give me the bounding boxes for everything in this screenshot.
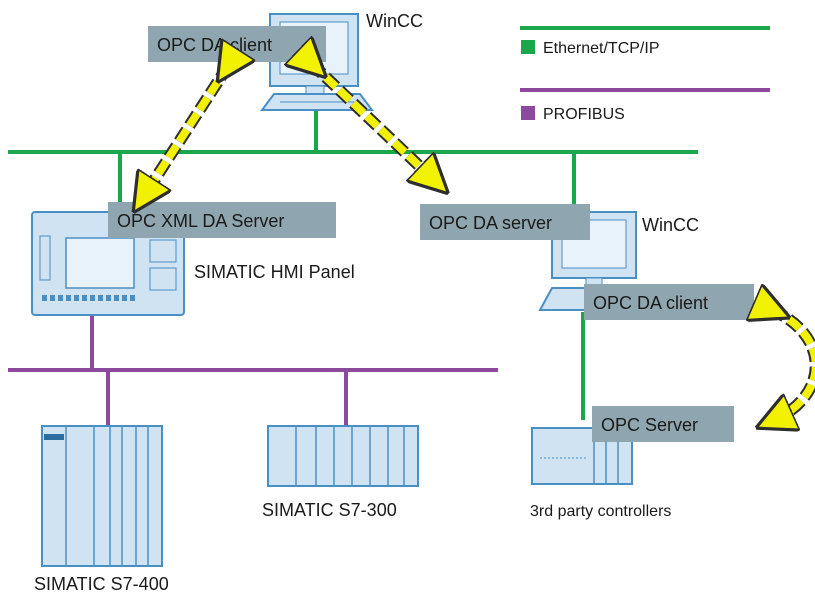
s7-400-device	[41, 425, 163, 567]
legend-ethernet-label: Ethernet/TCP/IP	[543, 40, 660, 57]
hmi-panel-label: SIMATIC HMI Panel	[194, 262, 355, 282]
opc-xml-da-server-label: OPC XML DA Server	[117, 211, 284, 231]
opc-da-server-label: OPC DA server	[429, 213, 552, 233]
legend: Ethernet/TCP/IP PROFIBUS	[520, 26, 770, 123]
wincc-top-label: WinCC	[366, 11, 423, 31]
arrow-client-to-opc-server	[772, 310, 815, 420]
opc-da-client-top-box: OPC DA client	[148, 26, 326, 62]
arrow-client-to-da-server	[312, 64, 434, 180]
opc-server-box: OPC Server	[592, 406, 734, 442]
s7-300-label: SIMATIC S7-300	[262, 500, 397, 520]
opc-da-client-top-label: OPC DA client	[157, 35, 272, 55]
opc-da-client-right-box: OPC DA client	[584, 284, 754, 320]
profibus-network	[8, 315, 498, 425]
third-party-controllers-label: 3rd party controllers	[530, 503, 671, 520]
opc-da-server-box: OPC DA server	[420, 204, 590, 240]
legend-profibus-swatch	[521, 106, 535, 120]
legend-ethernet-swatch	[521, 40, 535, 54]
rack	[267, 425, 419, 487]
s7-400-label: SIMATIC S7-400	[34, 574, 169, 594]
wincc-right-label: WinCC	[642, 215, 699, 235]
opc-server-label: OPC Server	[601, 415, 698, 435]
s7-300-device	[267, 425, 419, 487]
opc-da-client-right-label: OPC DA client	[593, 293, 708, 313]
panel-screen	[65, 237, 135, 289]
opc-xml-da-server-box: OPC XML DA Server	[108, 202, 336, 238]
arrow-client-to-xml-server	[144, 66, 228, 196]
rack	[41, 425, 163, 567]
legend-profibus-label: PROFIBUS	[543, 106, 625, 123]
monitor-stand	[305, 85, 325, 95]
